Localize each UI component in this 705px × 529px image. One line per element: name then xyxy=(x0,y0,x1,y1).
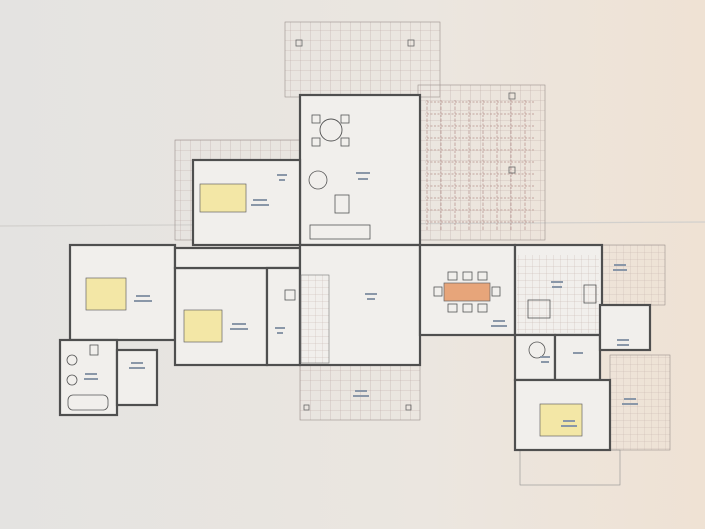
bathroom-middle xyxy=(265,266,302,367)
terrace-east xyxy=(599,244,666,306)
living-room xyxy=(298,93,422,247)
furniture xyxy=(66,114,597,437)
pergola xyxy=(425,100,535,230)
kitchen-tiles xyxy=(517,255,599,333)
bathtub xyxy=(67,394,109,411)
porch xyxy=(299,364,421,421)
bed-east xyxy=(539,403,583,437)
round-table xyxy=(319,118,343,142)
dressing-room xyxy=(115,348,159,407)
bathroom-west xyxy=(58,338,119,417)
staircase xyxy=(300,274,330,364)
bed-middle xyxy=(183,309,223,343)
corridor xyxy=(173,246,302,270)
stair-east xyxy=(598,303,652,352)
dining-chairs xyxy=(433,271,501,313)
room-labels xyxy=(84,172,638,427)
terrace-southeast xyxy=(609,354,671,451)
bed-north xyxy=(199,183,247,213)
entry-east xyxy=(553,333,602,382)
bed-west xyxy=(85,277,127,311)
dining-table xyxy=(443,282,491,302)
terrace-top xyxy=(284,21,441,98)
